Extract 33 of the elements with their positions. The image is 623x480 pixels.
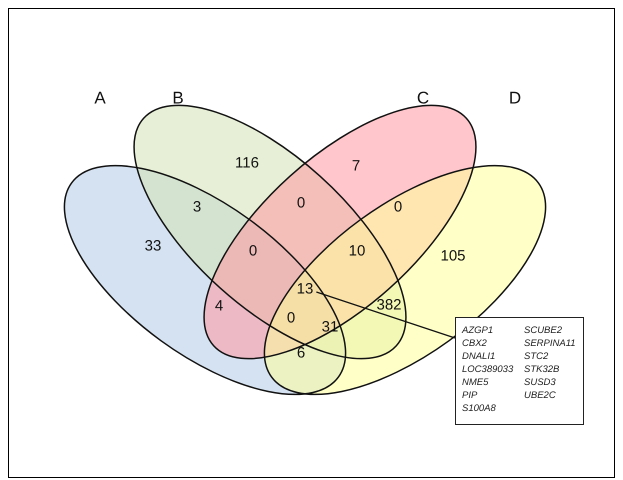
gene-name: STC2 <box>524 350 550 363</box>
leader-line <box>316 291 456 339</box>
count-label: 10 <box>348 244 366 258</box>
gene-name: UBE2C <box>524 389 557 402</box>
count-label: 7 <box>352 158 360 174</box>
gene-name: NME5 <box>462 376 490 389</box>
count-label: 33 <box>144 238 162 254</box>
gene-name: SUSD3 <box>524 376 557 389</box>
count-label: 382 <box>376 298 402 312</box>
count-label: 105 <box>440 248 466 264</box>
gene-name: AZGP1 <box>462 324 494 337</box>
gene-name: PIP <box>462 389 478 402</box>
count-label: 116 <box>235 156 259 170</box>
count-label: 6 <box>296 346 306 360</box>
set-label: D <box>508 90 522 106</box>
gene-list-callout <box>455 317 584 425</box>
count-label: 3 <box>192 200 202 214</box>
set-label: C <box>416 90 430 106</box>
gene-name: SCUBE2 <box>524 324 564 337</box>
set-label: A <box>94 90 106 106</box>
count-label: 0 <box>296 196 306 210</box>
gene-name: STK32B <box>524 363 560 376</box>
count-label: 0 <box>286 310 296 326</box>
gene-name: LOC389033 <box>462 363 514 376</box>
count-label: 0 <box>394 200 402 214</box>
set-label: B <box>172 90 184 106</box>
gene-name: DNALI1 <box>462 350 496 363</box>
gene-name: S100A8 <box>462 402 497 415</box>
count-label: 0 <box>248 244 258 258</box>
gene-name: CBX2 <box>462 337 488 350</box>
gene-name: SERPINA11 <box>524 337 577 350</box>
count-label: 13 <box>296 282 314 296</box>
count-label: 4 <box>214 298 224 314</box>
